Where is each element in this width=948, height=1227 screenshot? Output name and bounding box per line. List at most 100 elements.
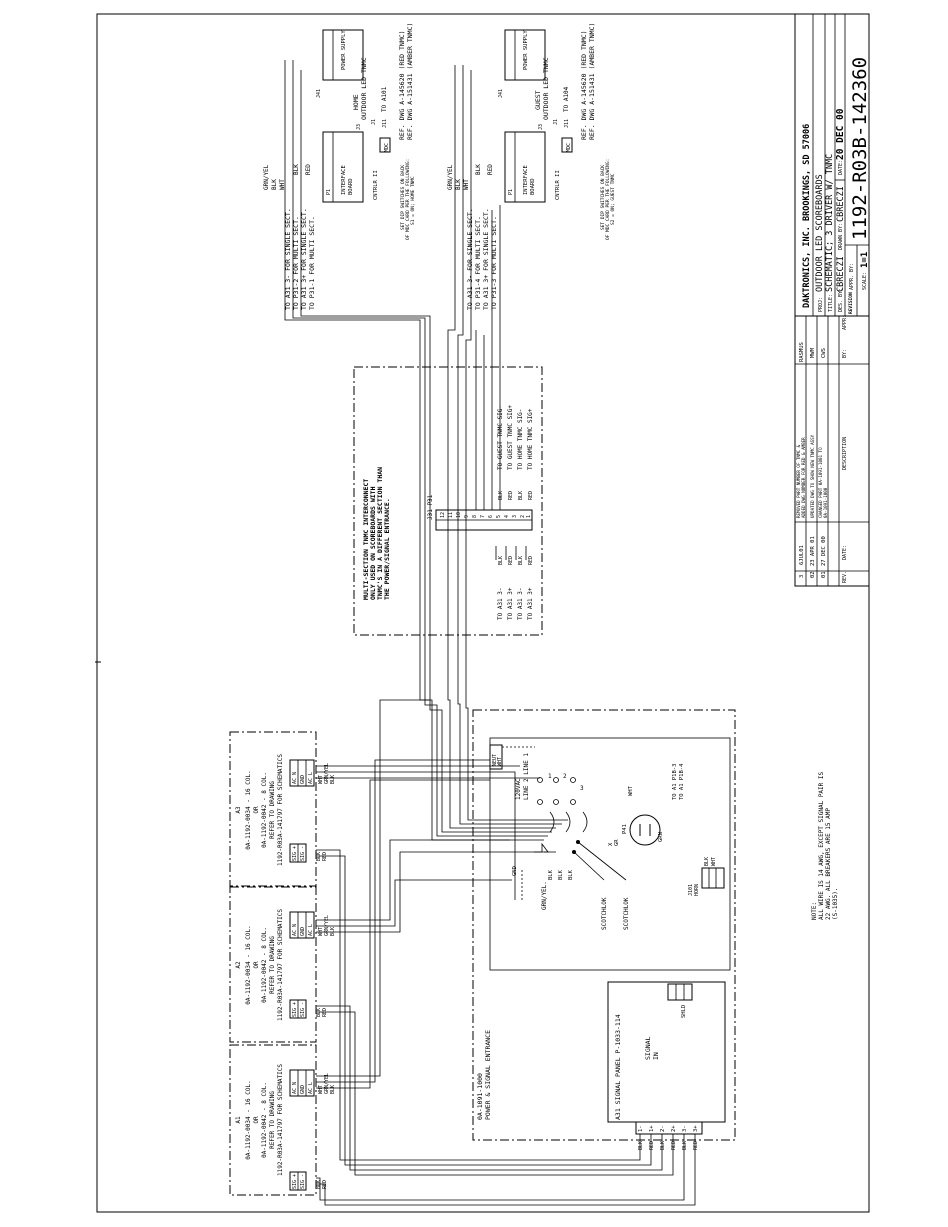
svg-text:J101: J101	[688, 884, 694, 896]
svg-text:2: 2	[563, 773, 567, 780]
svg-text:RED: RED	[508, 556, 514, 565]
svg-text:SIG -: SIG -	[300, 846, 306, 861]
svg-text:TO A31 3+: TO A31 3+	[507, 587, 514, 620]
svg-text:SIG -: SIG -	[300, 1002, 306, 1017]
drawing-number: 1192-R03B-142360	[849, 57, 871, 240]
svg-text:0A-1192-0042 - 8 COL.: 0A-1192-0042 - 8 COL.	[261, 927, 268, 1003]
revision-row: 3 6JUL01 REMOVED PART NUMBER OF TNMC & A…	[796, 342, 806, 578]
des-label: DES. BY:	[838, 288, 844, 312]
svg-text:LINE 2 LINE 1: LINE 2 LINE 1	[523, 753, 530, 800]
svg-text:RASMUS: RASMUS	[799, 342, 805, 362]
svg-text:BLK: BLK	[568, 869, 574, 880]
svg-text:BLK: BLK	[558, 869, 564, 880]
svg-text:0A-1192-0034 - 16 COL.: 0A-1192-0034 - 16 COL.	[245, 770, 252, 849]
svg-text:OR: OR	[253, 806, 260, 814]
svg-text:TO A1 P1B-4: TO A1 P1B-4	[679, 763, 685, 800]
svg-text:27 DEC 00: 27 DEC 00	[821, 536, 827, 566]
svg-text:RED: RED	[528, 556, 534, 565]
svg-text:TO A31 3- FOR SINGLE SECT.: TO A31 3- FOR SINGLE SECT.	[466, 208, 474, 310]
svg-text:UPDATED DWG TO SHOW NEW TNMC A: UPDATED DWG TO SHOW NEW TNMC ASSY	[810, 434, 815, 518]
svg-text:ONLY USED ON SCOREBOARDS WITH: ONLY USED ON SCOREBOARDS WITH	[369, 486, 377, 600]
svg-text:TO P31-2 FOR MULTI SECT.: TO P31-2 FOR MULTI SECT.	[292, 216, 300, 310]
proj-label: PROJ:	[818, 297, 824, 312]
svg-text:J41: J41	[316, 89, 322, 98]
svg-text:BOARD: BOARD	[348, 178, 354, 195]
svg-text:BLK: BLK	[316, 1008, 322, 1017]
power-signal-entrance: 0A-1091-1000 POWER & SIGNAL ENTRANCE NEU…	[472, 709, 736, 1141]
svg-text:POWER SUPPLY: POWER SUPPLY	[341, 30, 347, 70]
rev-header-date: DATE:	[842, 545, 848, 560]
svg-text:S2 = ON; GUEST TNMC: S2 = ON; GUEST TNMC	[610, 173, 616, 225]
svg-text:GR: GR	[614, 839, 620, 846]
svg-text:CWS: CWS	[821, 348, 827, 358]
revision-label: REVISION	[848, 292, 854, 314]
svg-text:OF MDC CARD PER THE FOLLOWING:: OF MDC CARD PER THE FOLLOWING:	[405, 159, 411, 240]
svg-text:MWM: MWM	[810, 347, 816, 358]
svg-text:S1 = ON; HOME TNMC: S1 = ON; HOME TNMC	[410, 176, 416, 225]
svg-text:BLK: BLK	[316, 1180, 322, 1189]
svg-text:11: 11	[448, 512, 454, 518]
drawn-by: CBRECZI	[836, 186, 846, 222]
svg-text:GRN/YEL: GRN/YEL	[324, 763, 330, 784]
svg-text:RED: RED	[322, 1008, 328, 1017]
svg-text:0A-1091-1000: 0A-1091-1000	[476, 1073, 484, 1120]
svg-text:X: X	[608, 842, 614, 846]
svg-text:BLK: BLK	[682, 1141, 688, 1150]
svg-text:REF. DWG A-145620 (RED TNMC): REF. DWG A-145620 (RED TNMC)	[398, 30, 406, 140]
signal-pins: 1- 1+ 2- 2+ 3- 3+ BLK RED BLK RED BLK RE…	[638, 1125, 699, 1150]
svg-text:10: 10	[456, 512, 462, 518]
drawn-label: DRAWN BY:	[838, 223, 844, 250]
svg-text:SET DIP SWITCHES ON BACK: SET DIP SWITCHES ON BACK	[600, 165, 606, 230]
svg-text:02: 02	[810, 571, 816, 578]
svg-text:120VAC: 120VAC	[515, 778, 522, 800]
signal-panel-a31: A31 SIGNAL PANEL P-1033-114 SIGNAL IN SH…	[607, 981, 726, 1150]
guest-power-supply	[504, 29, 546, 81]
svg-text:AC L: AC L	[308, 1082, 314, 1094]
svg-text:IN: IN	[652, 1052, 660, 1060]
svg-text:NOTE:: NOTE:	[811, 902, 818, 920]
svg-text:J1: J1	[371, 119, 377, 125]
svg-text:OUTDOOR LED TNMC: OUTDOOR LED TNMC	[360, 57, 368, 120]
svg-text:J11: J11	[564, 119, 570, 128]
svg-text:ADDED DWG NUMBER FOR RED & AMB: ADDED DWG NUMBER FOR RED & AMBER	[801, 437, 806, 518]
svg-text:0A-1192-0034 - 16 COL.: 0A-1192-0034 - 16 COL.	[245, 1080, 252, 1159]
svg-text:AC N: AC N	[292, 1082, 298, 1094]
svg-text:POWER SUPPLY: POWER SUPPLY	[523, 30, 529, 70]
svg-text:GRN/YEL: GRN/YEL	[263, 164, 270, 190]
svg-text:2+: 2+	[671, 1125, 677, 1132]
svg-text:WHT: WHT	[318, 1085, 324, 1094]
svg-text:TO P31-4 FOR MULTI SECT.: TO P31-4 FOR MULTI SECT.	[474, 216, 482, 310]
svg-text:CNTRLR II: CNTRLR II	[555, 170, 561, 200]
svg-text:REFER TO DRAWING: REFER TO DRAWING	[269, 781, 276, 839]
svg-text:SHLD: SHLD	[681, 1005, 687, 1018]
svg-text:TO A104: TO A104	[563, 86, 570, 112]
svg-text:BLK: BLK	[330, 927, 336, 936]
svg-text:1192-R03A-141797 FOR SCHEMATIC: 1192-R03A-141797 FOR SCHEMATICS	[277, 754, 284, 866]
scale-label: SCALE:	[862, 272, 868, 290]
drawing-date: 20 DEC 00	[835, 108, 846, 160]
svg-text:RED: RED	[693, 1141, 699, 1150]
svg-text:OR: OR	[253, 1116, 260, 1124]
sheet-border	[96, 13, 870, 1213]
svg-text:5: 5	[496, 515, 502, 518]
rev-header-desc: DESCRIPTION	[842, 437, 848, 470]
scoreboard-wire-labels: WHT GRN/YEL BLK BLK RED WHT GRN/YEL BLK …	[316, 763, 336, 1189]
designed-by: CBRECZI	[836, 256, 846, 292]
svg-text:TO GUEST TNMC SIG-: TO GUEST TNMC SIG-	[497, 405, 504, 470]
svg-text:ALL WIRE IS 14 AWG, EXCEPT SIG: ALL WIRE IS 14 AWG, EXCEPT SIGNAL PAIR I…	[818, 772, 825, 920]
svg-text:1192-R03A-141797 FOR SCHEMATIC: 1192-R03A-141797 FOR SCHEMATICS	[277, 909, 284, 1021]
svg-text:22 AWG. ALL BREAKERS ARE 15 A: 22 AWG. ALL BREAKERS ARE 15 AMP	[825, 808, 832, 920]
svg-text:TO A31 3+: TO A31 3+	[527, 587, 534, 620]
home-power-supply	[322, 29, 364, 81]
svg-text:8: 8	[472, 515, 478, 518]
svg-text:REF. DWG A-151431 (AMBER TNMC): REF. DWG A-151431 (AMBER TNMC)	[588, 23, 596, 140]
svg-text:RED: RED	[487, 164, 494, 175]
svg-text:SIG -: SIG -	[300, 1174, 306, 1189]
svg-text:RED: RED	[649, 1141, 655, 1150]
svg-text:TO HOME TNMC SIG-: TO HOME TNMC SIG-	[517, 409, 524, 470]
home-interface-board	[322, 131, 364, 203]
rev-header-rev: REV.	[842, 571, 848, 583]
svg-text:3-: 3-	[682, 1125, 688, 1132]
revision-row: 01 27 DEC 00 CHANGED PART 0A-1091-1001 T…	[818, 348, 828, 578]
svg-text:3: 3	[580, 785, 584, 792]
